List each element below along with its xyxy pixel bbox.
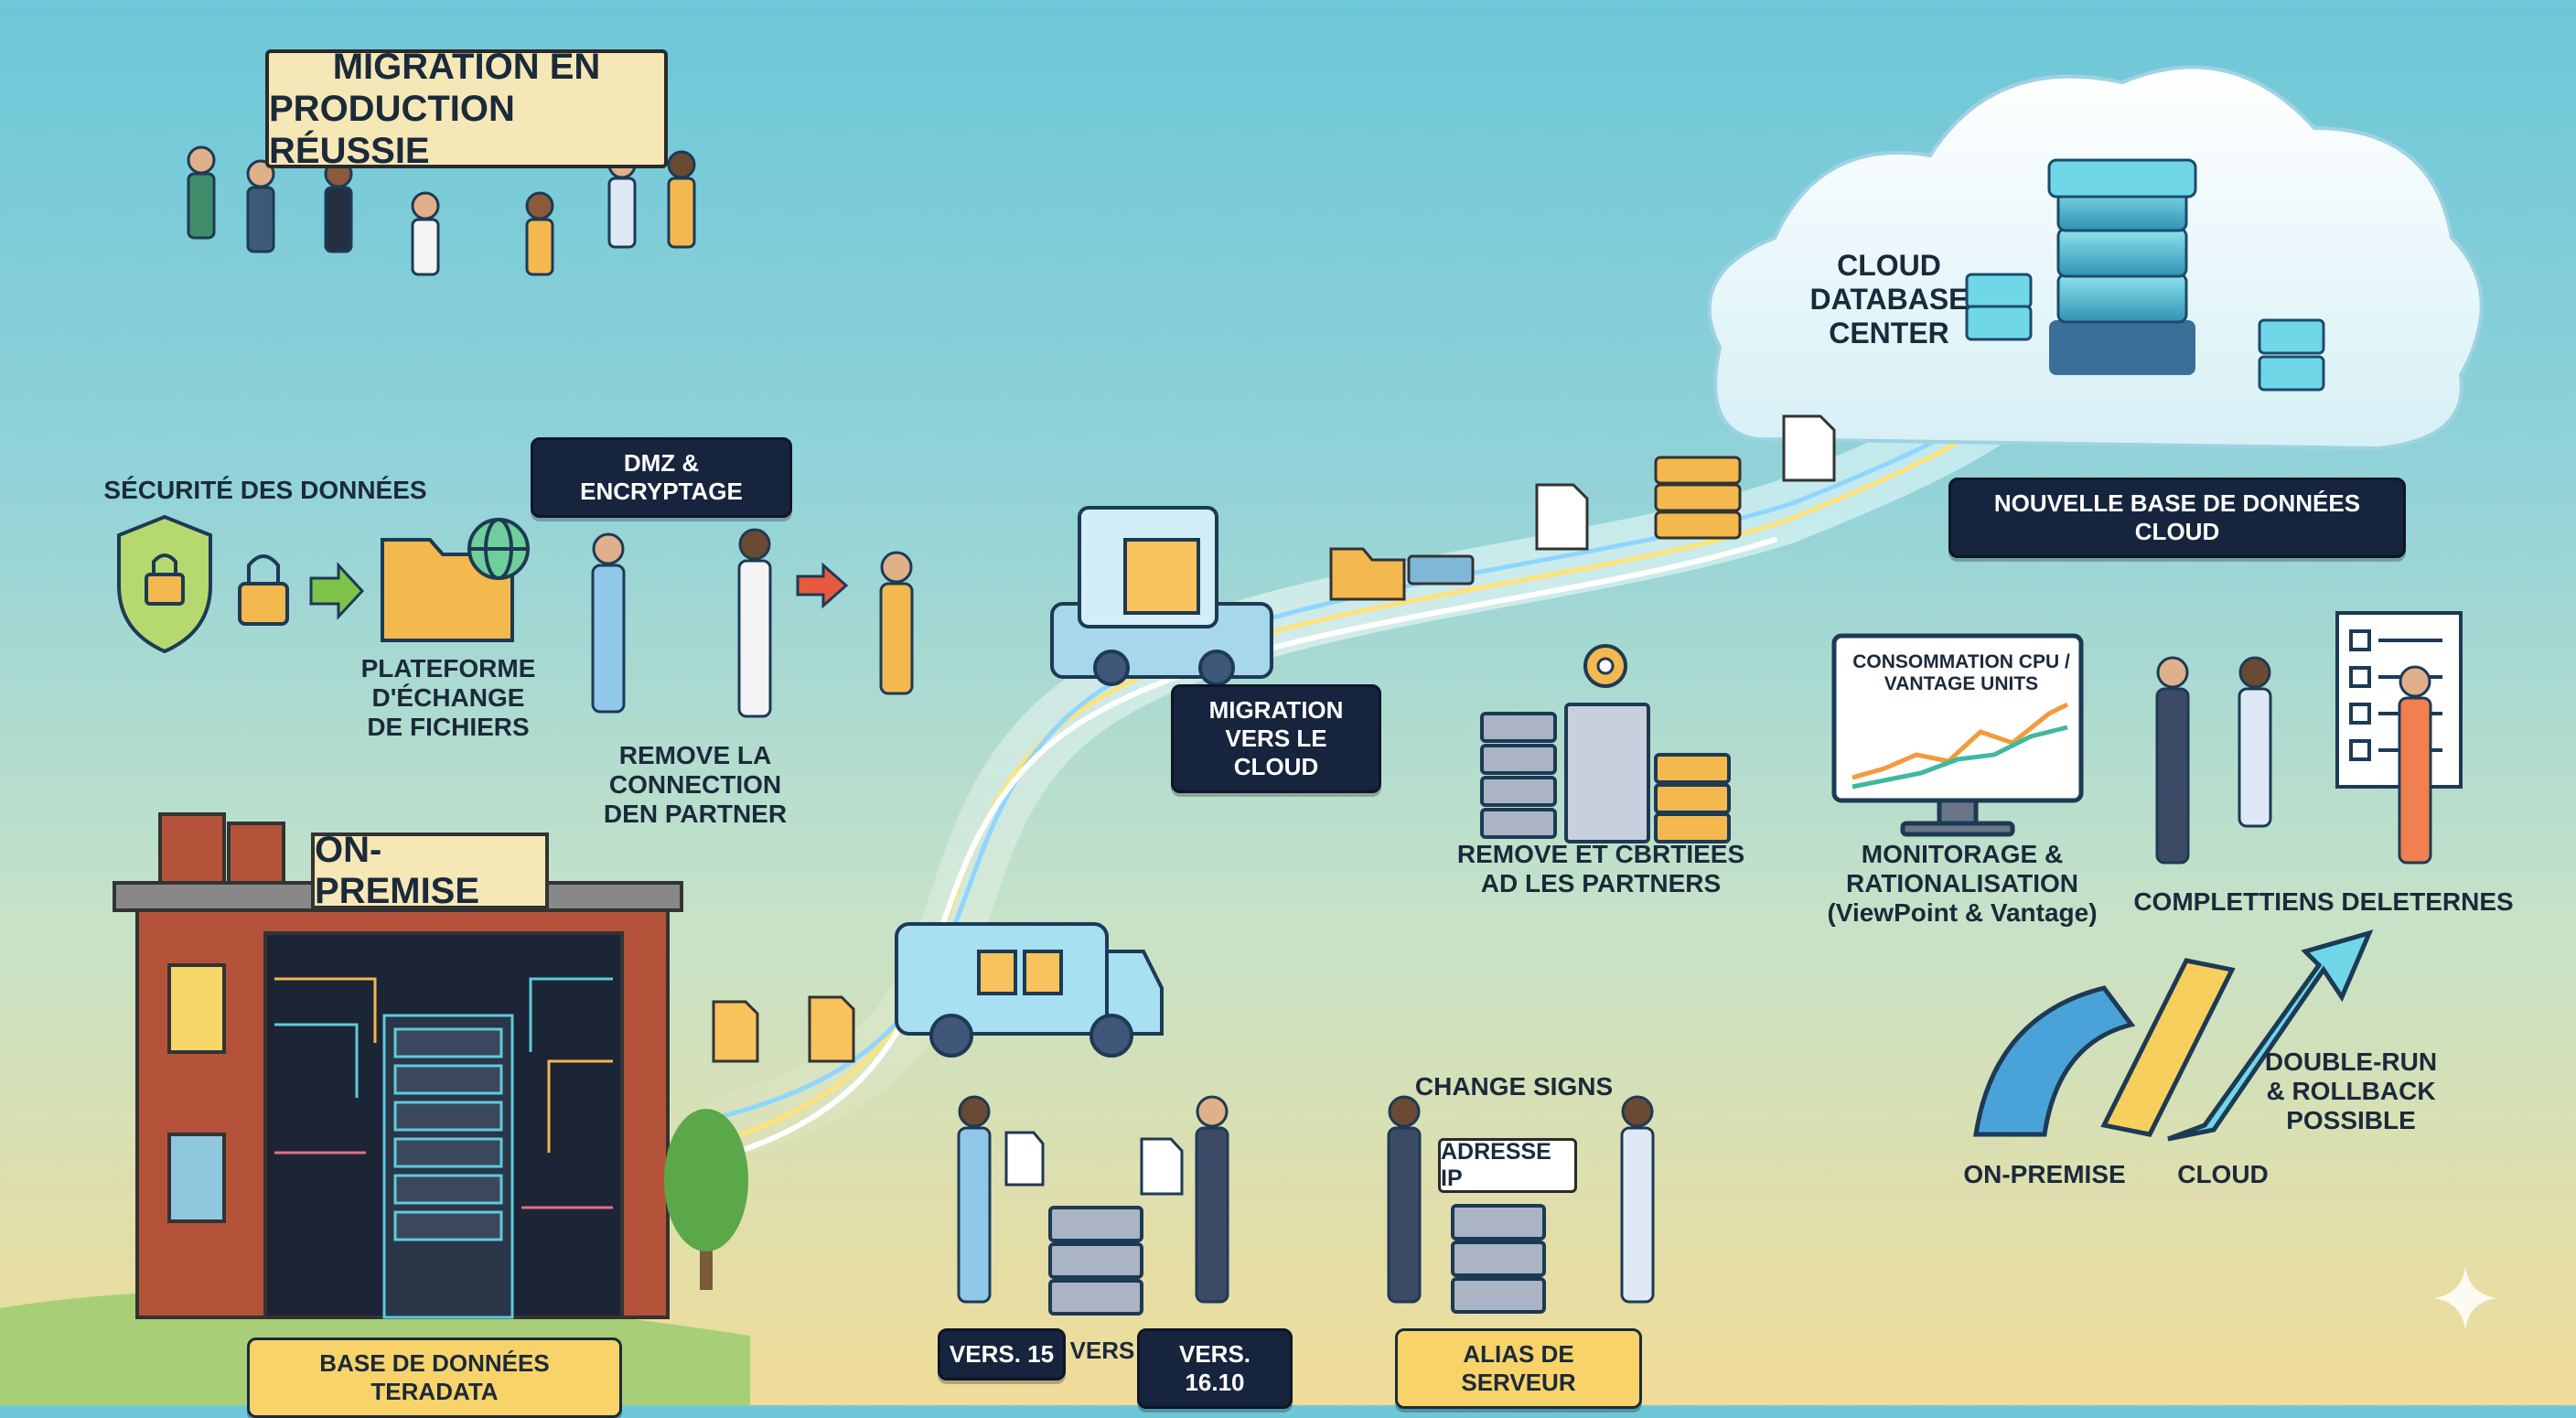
monitoring-line2: RATIONALISATION	[1845, 869, 2079, 898]
completion-label: COMPLETTIENS DELETERNES	[2133, 887, 2514, 916]
platform-line1: PLATEFORME	[360, 654, 536, 682]
cloud-line1: CLOUD	[1837, 249, 1941, 282]
tree-icon	[664, 1109, 748, 1290]
server-rack-icon	[1048, 1206, 1143, 1316]
partners-servers-line1: REMOVE ET CBRTIEES	[1456, 840, 1745, 868]
version-middle-label: VERS	[1069, 1337, 1135, 1364]
server-rack-icon	[1480, 703, 1731, 843]
shield-lock-icon	[117, 514, 212, 654]
arrow-icon	[309, 562, 365, 620]
arrow-icon	[796, 562, 849, 609]
gear-icon	[1583, 644, 1627, 688]
monitoring-line1: MONITORAGE &	[1861, 840, 2064, 868]
server-rack-icon	[382, 1014, 514, 1319]
double-run-left-label: ON-PREMISE	[1963, 1160, 2126, 1188]
document-icon	[712, 995, 855, 1063]
dmz-pill: DMZ & ENCRYPTAGE	[531, 437, 792, 518]
cloud-line2: DATABASE	[1809, 282, 1969, 316]
double-run-line2: & ROLLBACK	[2266, 1077, 2436, 1106]
monitor-screen-text: CONSOMMATION CPU / VANTAGE UNITS	[1846, 651, 2077, 695]
platform-line2: D'ÉCHANGE	[371, 683, 525, 713]
cloud-center-label: CLOUD DATABASE CENTER	[1807, 249, 1971, 349]
partners-servers-line2: AD LES PARTNERS	[1480, 869, 1722, 898]
migration-line1: MIGRATION	[1208, 696, 1344, 724]
on-premise-sign: ON-PREMISE	[311, 830, 549, 911]
monitoring-line3: (ViewPoint & Vantage)	[1827, 898, 2098, 928]
banner-line1: MIGRATION EN	[332, 47, 601, 87]
alias-pill: ALIAS DE SERVEUR	[1395, 1328, 1642, 1409]
platform-label: PLATEFORME D'ÉCHANGE DE FICHIERS	[348, 654, 549, 743]
success-banner: MIGRATION EN PRODUCTION RÉUSSIE	[265, 47, 668, 171]
security-title: SÉCURITÉ DES DONNÉES	[103, 476, 427, 504]
platform-line3: DE FICHIERS	[367, 713, 530, 742]
ip-address-sign: ADRESSE IP	[1438, 1138, 1577, 1193]
partner-people	[591, 528, 914, 718]
version-from-pill: VERS. 15	[938, 1328, 1066, 1380]
migration-line2: VERS LE CLOUD	[1225, 725, 1327, 780]
monitor-screen-line1: CONSOMMATION CPU /	[1852, 651, 2070, 672]
double-run-label: DOUBLE-RUN & ROLLBACK POSSIBLE	[2259, 1047, 2442, 1136]
migration-pill: MIGRATION VERS LE CLOUD	[1171, 684, 1381, 793]
teradata-pill: BASE DE DONNÉES TERADATA	[247, 1337, 622, 1418]
double-run-line1: DOUBLE-RUN	[2264, 1047, 2438, 1076]
review-people	[2155, 656, 2432, 865]
document-icon	[1535, 414, 1836, 551]
version-to-pill: VERS. 16.10	[1137, 1328, 1293, 1409]
alias-people	[1387, 1095, 1655, 1304]
van-icon	[895, 922, 1164, 1058]
globe-icon	[467, 518, 530, 580]
partner-label: REMOVE LA CONNECTION DEN PARTNER	[540, 741, 851, 830]
padlock-icon	[238, 554, 289, 626]
document-icon	[1004, 1131, 1184, 1196]
double-run-right-label: CLOUD	[2177, 1160, 2269, 1188]
double-run-arrows	[1973, 929, 2374, 1142]
sparkle-icon	[2433, 1266, 2497, 1330]
change-signs-label: CHANGE SIGNS	[1414, 1072, 1614, 1101]
migration-cart-icon	[1050, 506, 1273, 686]
partner-line1: REMOVE LA CONNECTION	[608, 741, 782, 800]
server-rack-icon	[1451, 1204, 1546, 1314]
monitor-screen-line2: VANTAGE UNITS	[1884, 673, 2039, 695]
circuit-lines	[274, 977, 613, 1209]
partner-line2: DEN PARTNER	[603, 800, 788, 829]
banner-line2: PRODUCTION RÉUSSIE	[269, 89, 515, 171]
data-block-icon	[1654, 456, 1742, 540]
cloud-line3: CENTER	[1829, 316, 1949, 349]
partners-servers-label: REMOVE ET CBRTIEES AD LES PARTNERS	[1445, 840, 1756, 898]
folder-icon	[1329, 547, 1475, 601]
version-people	[957, 1095, 1229, 1304]
monitoring-label: MONITORAGE & RATIONALISATION (ViewPoint …	[1793, 840, 2131, 929]
cloud-server-stack	[1965, 158, 2325, 392]
cloud-db-pill: NOUVELLE BASE DE DONNÉES CLOUD	[1948, 478, 2406, 558]
double-run-line3: POSSIBLE	[2286, 1106, 2416, 1135]
monitor-icon	[1831, 633, 2084, 837]
